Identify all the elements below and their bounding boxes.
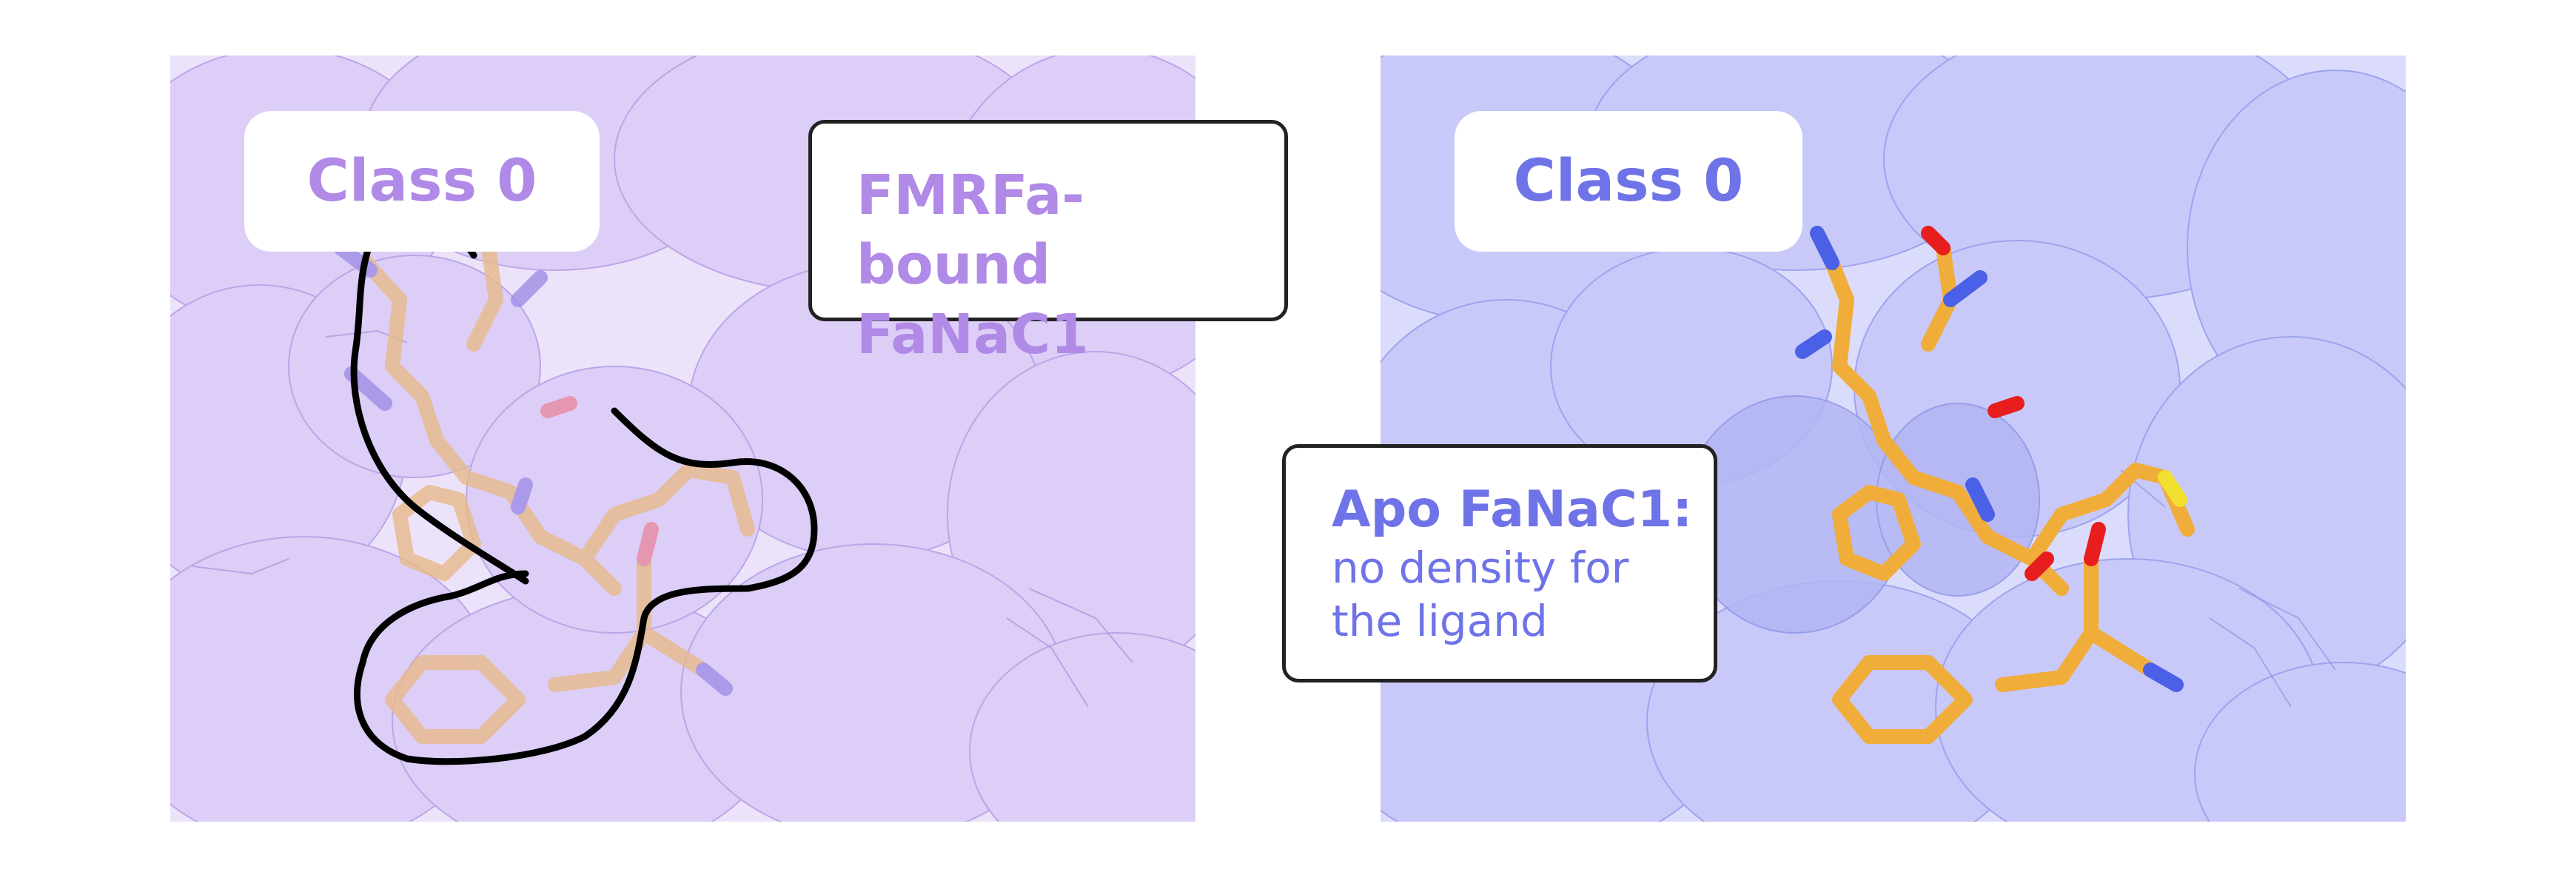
class-label: Class 0	[244, 111, 600, 252]
right-ligand-model	[1795, 226, 2195, 744]
apo-callout-title: Apo FaNaC1:	[1332, 480, 1693, 539]
apo-callout-body-line-2: the ligand	[1332, 596, 1548, 646]
apo-callout-body-line-1: no density for	[1332, 543, 1629, 593]
apo-callout: Apo FaNaC1: no density for the ligand	[1282, 444, 1717, 682]
class-label-text: Class 0	[306, 148, 537, 215]
class-label-text: Class 0	[1513, 148, 1744, 215]
right-density-panel: Class 0	[1381, 56, 2406, 822]
fmrfa-callout-text: FMRFa-bound FaNaC1	[856, 164, 1089, 366]
fmrfa-bound-callout: FMRFa-bound FaNaC1	[808, 120, 1288, 366]
class-label: Class 0	[1455, 111, 1802, 252]
